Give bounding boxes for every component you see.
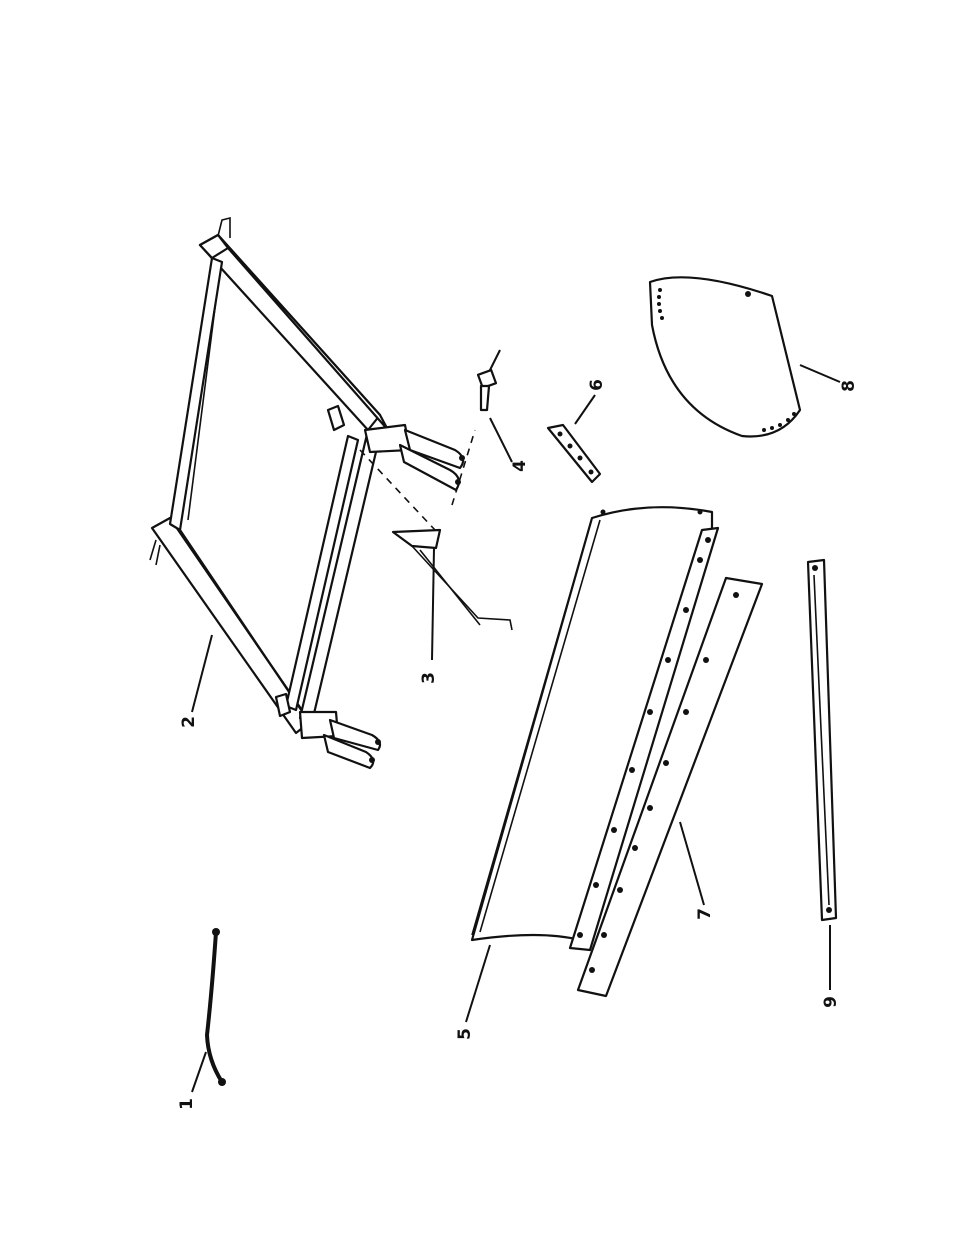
leader-7 (680, 822, 704, 905)
callout-2: 2 (179, 716, 199, 728)
leader-2 (192, 635, 212, 712)
part-4-pin (478, 370, 496, 410)
leader-5 (466, 945, 490, 1022)
part-6-strap (548, 425, 600, 482)
leader-4-top (490, 350, 500, 370)
leader-4 (490, 418, 512, 462)
callout-4: 4 (510, 460, 530, 472)
part-8-side-panel (650, 277, 800, 436)
callout-5: 5 (455, 1028, 475, 1040)
part-1-curved-rod (207, 928, 226, 1086)
part-9-flat-bar (808, 560, 836, 920)
callout-8: 8 (839, 380, 859, 392)
callout-6: 6 (587, 379, 607, 391)
part-3-brace (393, 530, 512, 630)
leader-6 (575, 395, 595, 424)
callout-1: 1 (177, 1098, 197, 1110)
leader-1 (192, 1052, 206, 1092)
callout-9: 9 (821, 996, 841, 1008)
callout-7: 7 (695, 908, 715, 920)
leader-8 (800, 365, 840, 382)
callout-3: 3 (419, 672, 439, 684)
